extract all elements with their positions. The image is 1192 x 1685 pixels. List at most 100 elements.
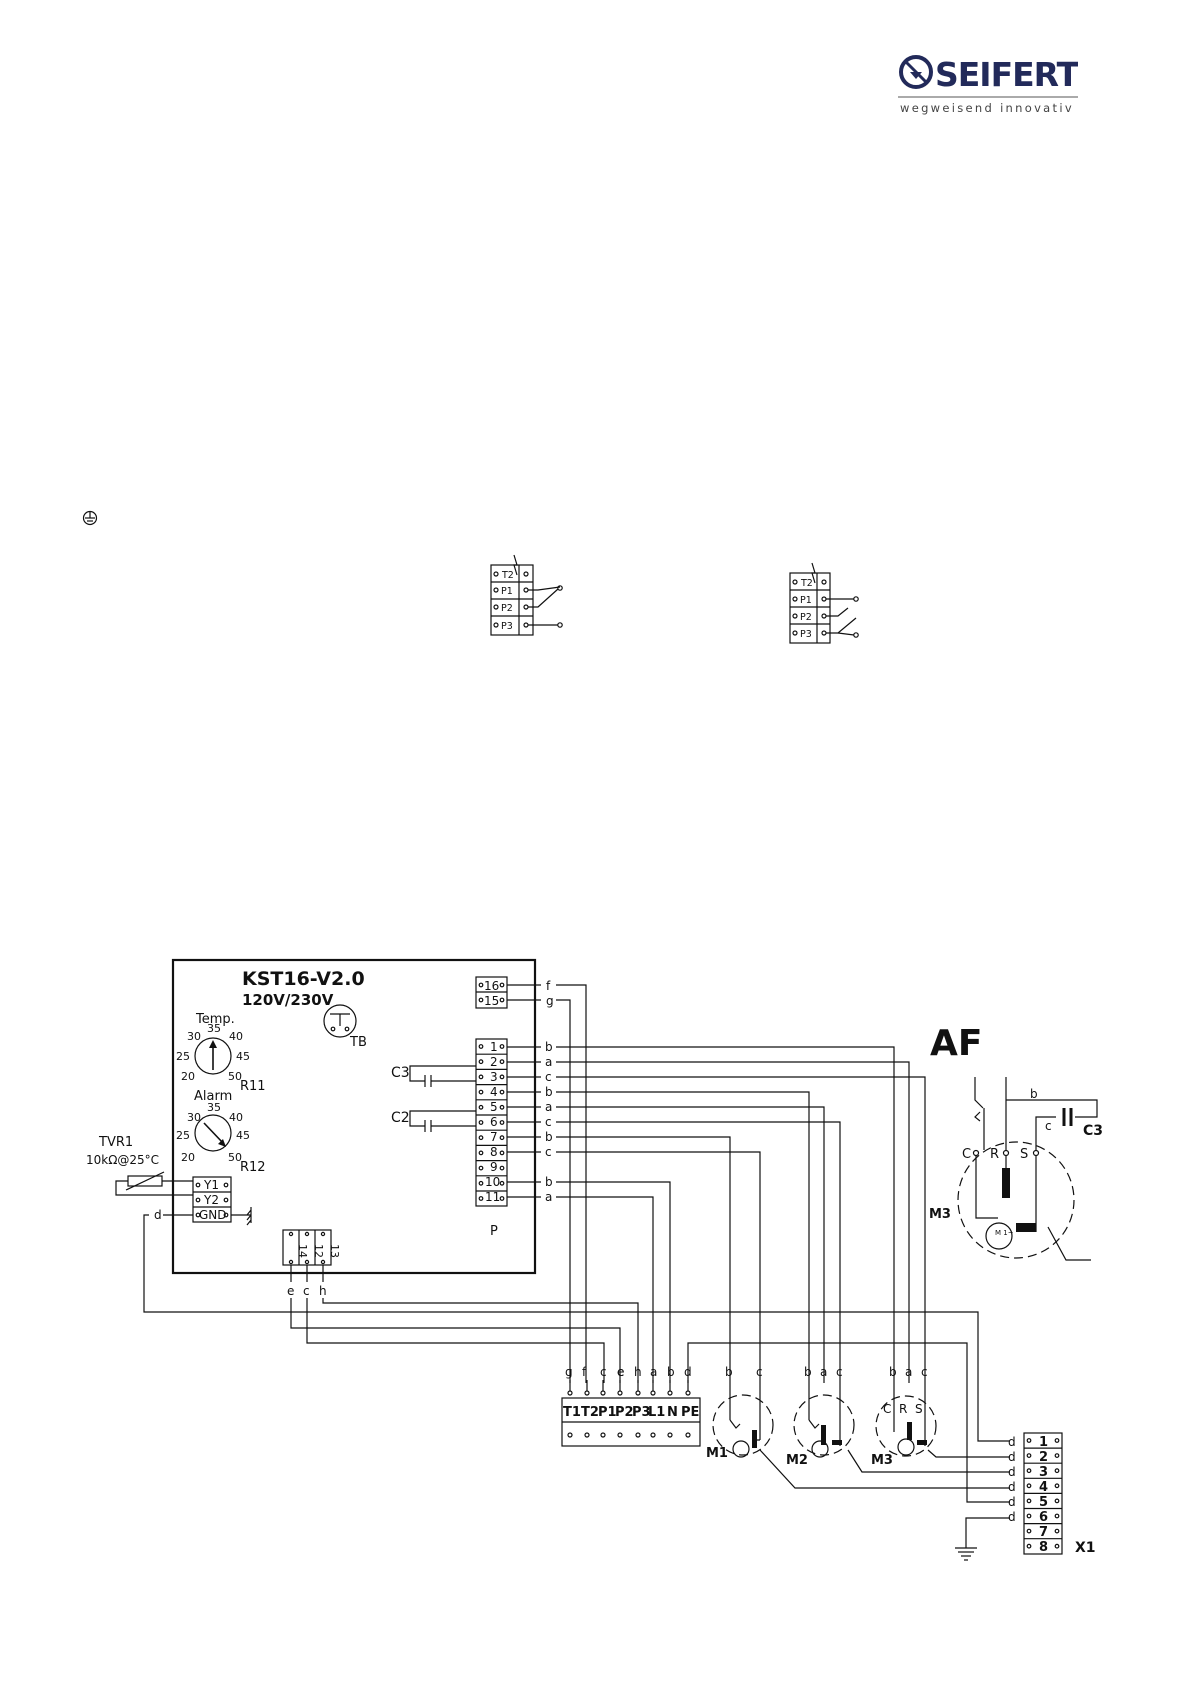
x1-terminal-4: 4 [1039, 1480, 1048, 1495]
sensor-name: TVR1 [98, 1135, 133, 1150]
strip-screw [650, 1390, 656, 1396]
af-pin-r: R [990, 1147, 999, 1162]
terminal-3: 3 [490, 1070, 498, 1084]
chassis-ground-icon [231, 1207, 252, 1226]
temp-scale-45: 45 [236, 1050, 250, 1063]
x1-code: d [1008, 1435, 1016, 1449]
terminal-screw [499, 1104, 505, 1110]
jumper-block-1: T2 P1 P2 P3 [490, 554, 563, 636]
strip-label-p2: P2 [615, 1405, 634, 1420]
motor-m3-label: M3 [871, 1453, 893, 1468]
strip-screw [567, 1432, 573, 1438]
alarm-scale-40: 40 [229, 1111, 243, 1124]
strip-screw [667, 1432, 673, 1438]
x1-code: d [1008, 1480, 1016, 1494]
motor-code: a [820, 1365, 827, 1379]
alarm-scale-35: 35 [207, 1101, 221, 1114]
strip-top-codes: g f c e e h a b d [565, 1365, 692, 1379]
tb-label: TB [349, 1035, 367, 1050]
jumper-2-label-p2: P2 [800, 612, 812, 623]
wire-code: b [545, 1175, 553, 1189]
terminal-screw [478, 1135, 484, 1141]
capacitor-c2-label: C2 [391, 1110, 410, 1126]
wire-code: a [545, 1190, 552, 1204]
jumper-1-label-p3: P3 [501, 621, 513, 632]
logo-tagline: wegweisend innovativ [900, 101, 1074, 115]
terminal-screw [499, 1150, 505, 1156]
alarm-scale-20: 20 [181, 1151, 195, 1164]
x1-terminal-5: 5 [1039, 1495, 1048, 1510]
terminal-10: 10 [485, 1175, 500, 1189]
jumper-1-label-t2: T2 [501, 570, 514, 581]
af-title: AF [930, 1023, 982, 1064]
af-capacitor-label: C3 [1083, 1123, 1103, 1139]
strip-code: e [617, 1365, 624, 1379]
strip-screw [584, 1390, 590, 1396]
terminal-4: 4 [490, 1085, 498, 1099]
alarm-scale-45: 45 [236, 1129, 250, 1142]
wire-code: b [545, 1040, 553, 1054]
motor-code: b [889, 1365, 897, 1379]
motor-code: b [725, 1365, 733, 1379]
strip-screw [600, 1390, 606, 1396]
strip-code: a [650, 1365, 657, 1379]
logo-brand: SEIFERT [935, 55, 1078, 94]
terminal-6: 6 [490, 1115, 498, 1129]
jumper-2-label-t2: T2 [800, 578, 813, 589]
terminal-1: 1 [490, 1040, 498, 1054]
wire-code: c [303, 1284, 310, 1298]
x1-screw [1054, 1513, 1060, 1519]
terminal-screw [499, 1135, 505, 1141]
temp-scale-30: 30 [187, 1030, 201, 1043]
terminal-screw [499, 1074, 505, 1080]
wire-code: c [545, 1070, 552, 1084]
x1-screw [1026, 1438, 1032, 1443]
af-wire-b: b [1030, 1087, 1038, 1101]
alarm-knob-ref: R12 [240, 1160, 266, 1175]
wire-code: d [154, 1208, 162, 1222]
temp-scale-35: 35 [207, 1022, 221, 1035]
x1-screw [1026, 1483, 1032, 1489]
strip-screw [635, 1432, 641, 1438]
x1-screw [1054, 1483, 1060, 1489]
wire-code: g [546, 994, 554, 1008]
x1-screw [1054, 1468, 1060, 1474]
terminal-15: 15 [484, 994, 499, 1008]
temp-scale-20: 20 [181, 1070, 195, 1083]
capacitor-c3-icon [409, 1065, 476, 1087]
x1-screw [1026, 1453, 1032, 1458]
terminal-screw [499, 1120, 505, 1125]
terminal-screw [478, 1150, 484, 1156]
seifert-emblem-icon [899, 55, 933, 89]
strip-label-t1: T1 [563, 1405, 581, 1420]
controller-model: KST16-V2.0 [242, 968, 365, 990]
strip-screw [567, 1390, 573, 1396]
wire-code: h [319, 1284, 327, 1298]
af-pin-s: S [1020, 1147, 1028, 1162]
x1-terminal-1: 1 [1039, 1435, 1048, 1450]
terminal-block-top [475, 976, 508, 1009]
main-terminal-strip [561, 1380, 701, 1447]
earth-ground-icon [82, 510, 98, 526]
strip-screw [584, 1432, 590, 1438]
motor-code: c [756, 1365, 763, 1379]
terminal-y2: Y2 [203, 1193, 219, 1207]
temp-knob-title: Temp. [195, 1012, 235, 1027]
terminal-16: 16 [484, 979, 499, 993]
temp-scale-40: 40 [229, 1030, 243, 1043]
x1-code: d [1008, 1465, 1016, 1479]
terminal-screw [478, 1120, 484, 1125]
wire-code: a [545, 1055, 552, 1069]
terminal-screw [478, 1089, 484, 1095]
ground-symbol-icon [955, 1533, 977, 1561]
wiring [143, 984, 1010, 1533]
af-detail: AF b c C3 C R S M 1~ M3 [929, 1023, 1103, 1261]
strip-code: h [634, 1365, 642, 1379]
temp-knob-ref: R11 [240, 1079, 266, 1094]
x1-screw [1026, 1513, 1032, 1519]
terminal-screw [478, 1074, 484, 1080]
wire-code: e [287, 1284, 294, 1298]
x1-terminal-block [1023, 1432, 1063, 1555]
motor-m3-pin: C [883, 1402, 891, 1416]
